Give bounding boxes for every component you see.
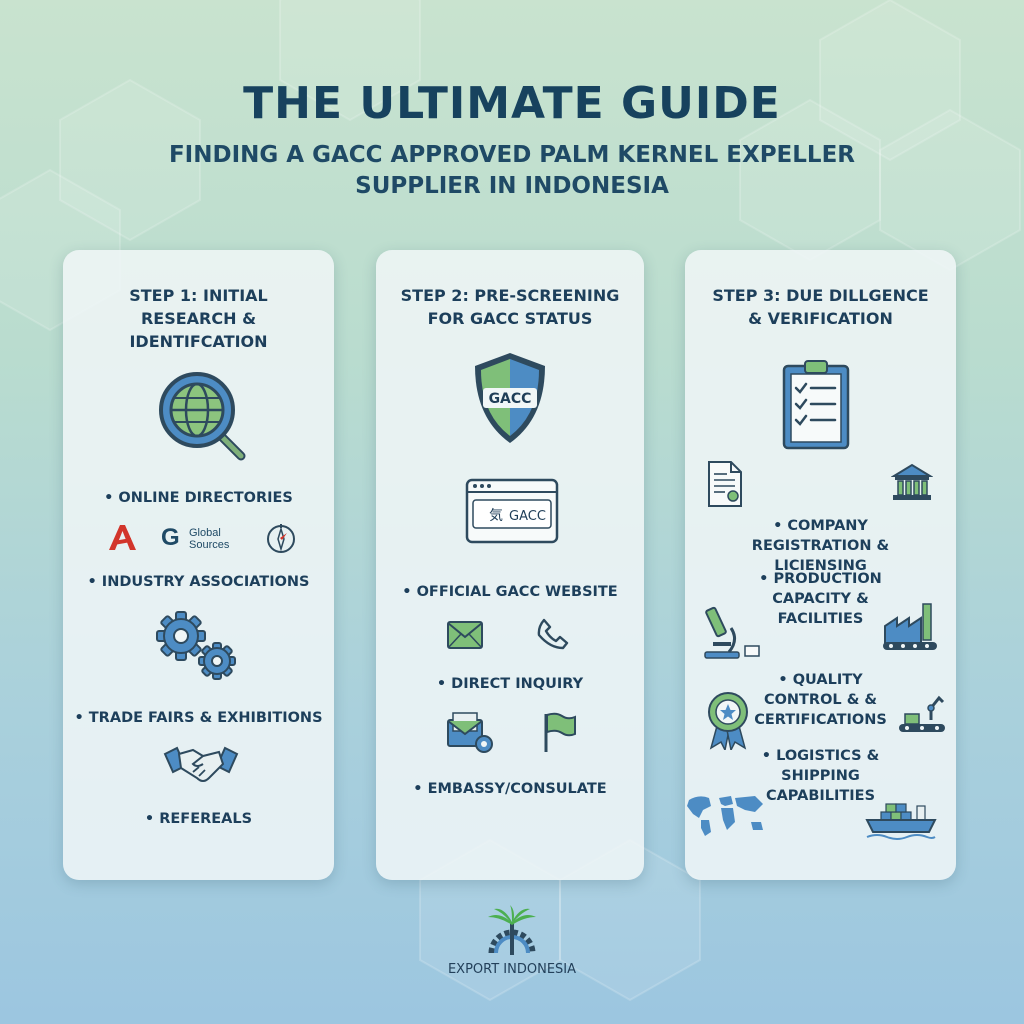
global-sources-mark: G	[161, 524, 180, 551]
handshake-icon	[163, 746, 239, 782]
shield-label: GACC	[489, 391, 532, 407]
step-2-card: STEP 2: PRE-SCREENING FOR GACC STATUS GA…	[376, 250, 644, 880]
compass-icon	[267, 524, 295, 553]
cargo-ship-icon	[865, 803, 937, 840]
page-subtitle: FINDING A GACC APPROVED PALM KERNEL EXPE…	[168, 142, 856, 199]
envelope-icon	[447, 621, 483, 649]
step-1-item-online-directories: • ONLINE DIRECTORIES	[104, 490, 293, 506]
step-1-heading: STEP 1: INITIAL RESEARCH & IDENTIFCATION	[129, 286, 268, 351]
mail-seal-icon	[447, 712, 493, 753]
step-1-item-industry-associations: • INDUSTRY ASSOCIATIONS	[87, 574, 310, 590]
step-1-item-trade-fairs: • TRADE FAIRS & EXHIBITIONS	[74, 710, 323, 726]
step-3-item-quality-control: • QUALITY CONTROL & & CERTIFICATIONS	[754, 672, 887, 728]
step-3-item-production-capacity: • PRODUCTION CAPACITY & FACILITIES	[759, 571, 882, 627]
world-map-icon	[687, 796, 763, 836]
step-3-card: STEP 3: DUE DILLGENCE & VERIFICATION • C…	[685, 250, 956, 880]
palm-gear-logo-icon	[488, 905, 536, 955]
microscope-icon	[704, 606, 760, 659]
step-3-item-logistics: • LOGISTICS & SHIPPING CAPABILITIES	[761, 748, 880, 804]
government-building-icon	[891, 463, 933, 500]
robot-arm-icon	[899, 695, 945, 732]
globe-magnifier-icon	[159, 372, 246, 461]
award-badge-icon	[708, 692, 748, 750]
phone-icon	[537, 618, 569, 650]
global-sources-line-1: Global	[189, 527, 221, 539]
page-title: THE ULTIMATE GUIDE	[243, 78, 781, 129]
footer-brand: EXPORT INDONESIA	[447, 962, 577, 977]
step-3-item-company-registration: • COMPANY REGISTRATION & LICIENSING	[751, 518, 890, 574]
flag-icon	[544, 712, 576, 752]
step-2-item-official-website: • OFFICIAL GACC WEBSITE	[402, 584, 618, 600]
gears-icon	[156, 611, 236, 680]
factory-icon	[883, 603, 937, 650]
step-2-item-direct-inquiry: • DIRECT INQUIRY	[436, 676, 584, 692]
step-1-card: STEP 1: INITIAL RESEARCH & IDENTIFCATION…	[63, 250, 334, 880]
certificate-document-icon	[708, 461, 742, 507]
alibaba-logo-icon	[109, 525, 136, 550]
browser-glyph: 気	[489, 508, 503, 524]
step-2-heading: STEP 2: PRE-SCREENING FOR GACC STATUS	[400, 286, 620, 328]
step-2-item-embassy: • EMBASSY/CONSULATE	[413, 781, 607, 797]
gacc-shield-icon: GACC	[475, 353, 545, 443]
browser-window-icon: 気 GACC	[465, 478, 559, 544]
step-3-heading: STEP 3: DUE DILLGENCE & VERIFICATION	[712, 286, 929, 328]
step-1-item-referrals: • REFEREALS	[144, 811, 253, 827]
browser-label: GACC	[509, 509, 546, 524]
global-sources-line-2: Sources	[189, 539, 230, 551]
clipboard-checklist-icon	[782, 360, 850, 450]
